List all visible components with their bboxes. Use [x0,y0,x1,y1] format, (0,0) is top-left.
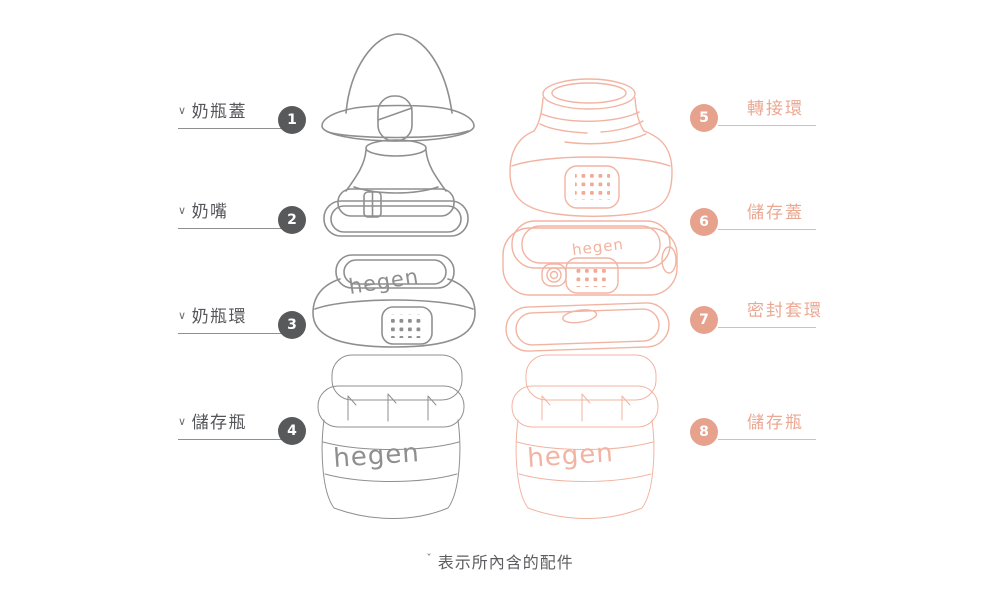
label-text: ∨儲存瓶 [178,413,248,433]
included-check-mark: ∨ [178,415,188,428]
footnote-text: 表示所內含的配件 [437,553,574,572]
footnote: ˇ 表示所內含的配件 [0,549,1000,573]
callout-line [718,229,816,230]
label-text: ∨奶嘴 [178,202,229,222]
label-teat: ∨奶嘴 2 [178,199,308,239]
number-badge-7: 7 [690,306,718,334]
callout-line [178,128,292,129]
adapter-ring-drawing [505,72,677,220]
storage-lid-drawing: hegen [500,218,680,300]
included-check-mark: ˇ [426,552,433,565]
sealing-ring-drawing [502,297,674,355]
label-text: ∨奶瓶蓋 [178,102,248,122]
callout-line [178,439,292,440]
storage-bottle-drawing [310,350,470,520]
brand-wordmark: hegen [571,235,625,259]
callout-line [718,327,816,328]
label-storage-bottle-2: 8 儲存瓶 [690,411,825,451]
callout-line [718,125,816,126]
included-check-mark: ∨ [178,104,188,117]
label-text: 密封套環 [747,301,823,321]
number-badge-3: 3 [278,311,306,339]
label-sealing-ring: 7 密封套環 [690,299,825,339]
label-bottle-cap: ∨奶瓶蓋 1 [178,99,308,139]
label-text: 轉接環 [747,99,804,119]
brand-wordmark: hegen [347,264,421,299]
label-adapter-ring: 5 轉接環 [690,97,825,137]
number-badge-5: 5 [690,104,718,132]
included-check-mark: ∨ [178,204,188,217]
callout-line [718,439,816,440]
included-check-mark: ∨ [178,309,188,322]
label-text: 儲存蓋 [747,203,804,223]
number-badge-1: 1 [278,106,306,134]
label-text: 儲存瓶 [747,413,804,433]
callout-line [178,333,292,334]
number-badge-4: 4 [278,417,306,445]
label-storage-bottle: ∨儲存瓶 4 [178,410,308,450]
label-storage-lid: 6 儲存蓋 [690,201,825,241]
callout-line [178,228,292,229]
label-text: ∨奶瓶環 [178,307,248,327]
number-badge-8: 8 [690,418,718,446]
number-badge-2: 2 [278,206,306,234]
number-badge-6: 6 [690,208,718,236]
bottle-cap-drawing [312,20,484,142]
teat-drawing [318,137,474,243]
storage-bottle-2-drawing [504,350,664,520]
label-collar: ∨奶瓶環 3 [178,304,308,344]
collar-drawing: hegen [306,251,482,351]
